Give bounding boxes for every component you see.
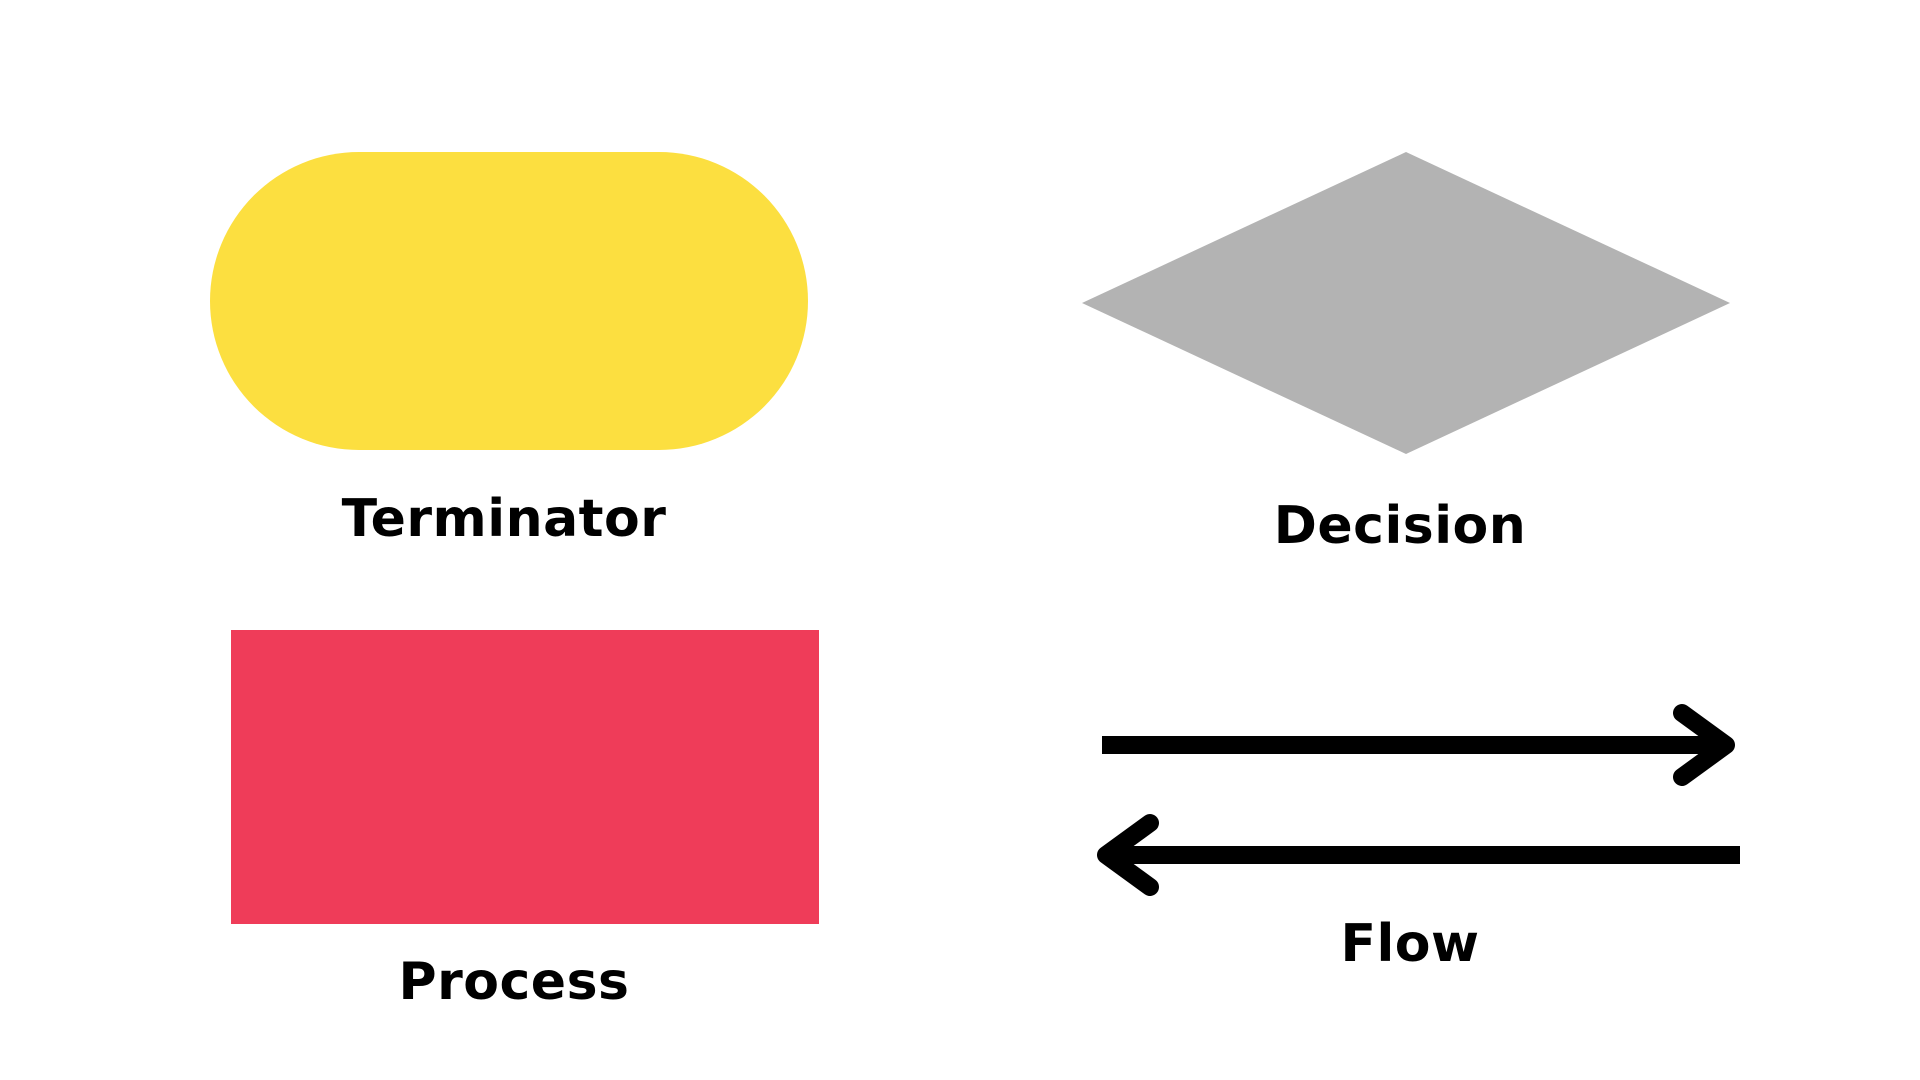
right-arrow-head	[1673, 704, 1735, 786]
process-label: Process	[398, 952, 630, 1012]
right-arrow-icon	[1102, 704, 1735, 786]
terminator-shape	[210, 152, 808, 450]
decision-diamond	[1082, 152, 1730, 454]
flow-label: Flow	[1340, 914, 1480, 974]
left-arrow-head	[1097, 814, 1159, 896]
process-shape	[231, 630, 819, 924]
decision-shape	[1082, 152, 1730, 454]
terminator-label: Terminator	[341, 489, 667, 549]
decision-label: Decision	[1273, 496, 1527, 556]
flow-shape	[1097, 704, 1740, 896]
left-arrow-icon	[1097, 814, 1740, 896]
